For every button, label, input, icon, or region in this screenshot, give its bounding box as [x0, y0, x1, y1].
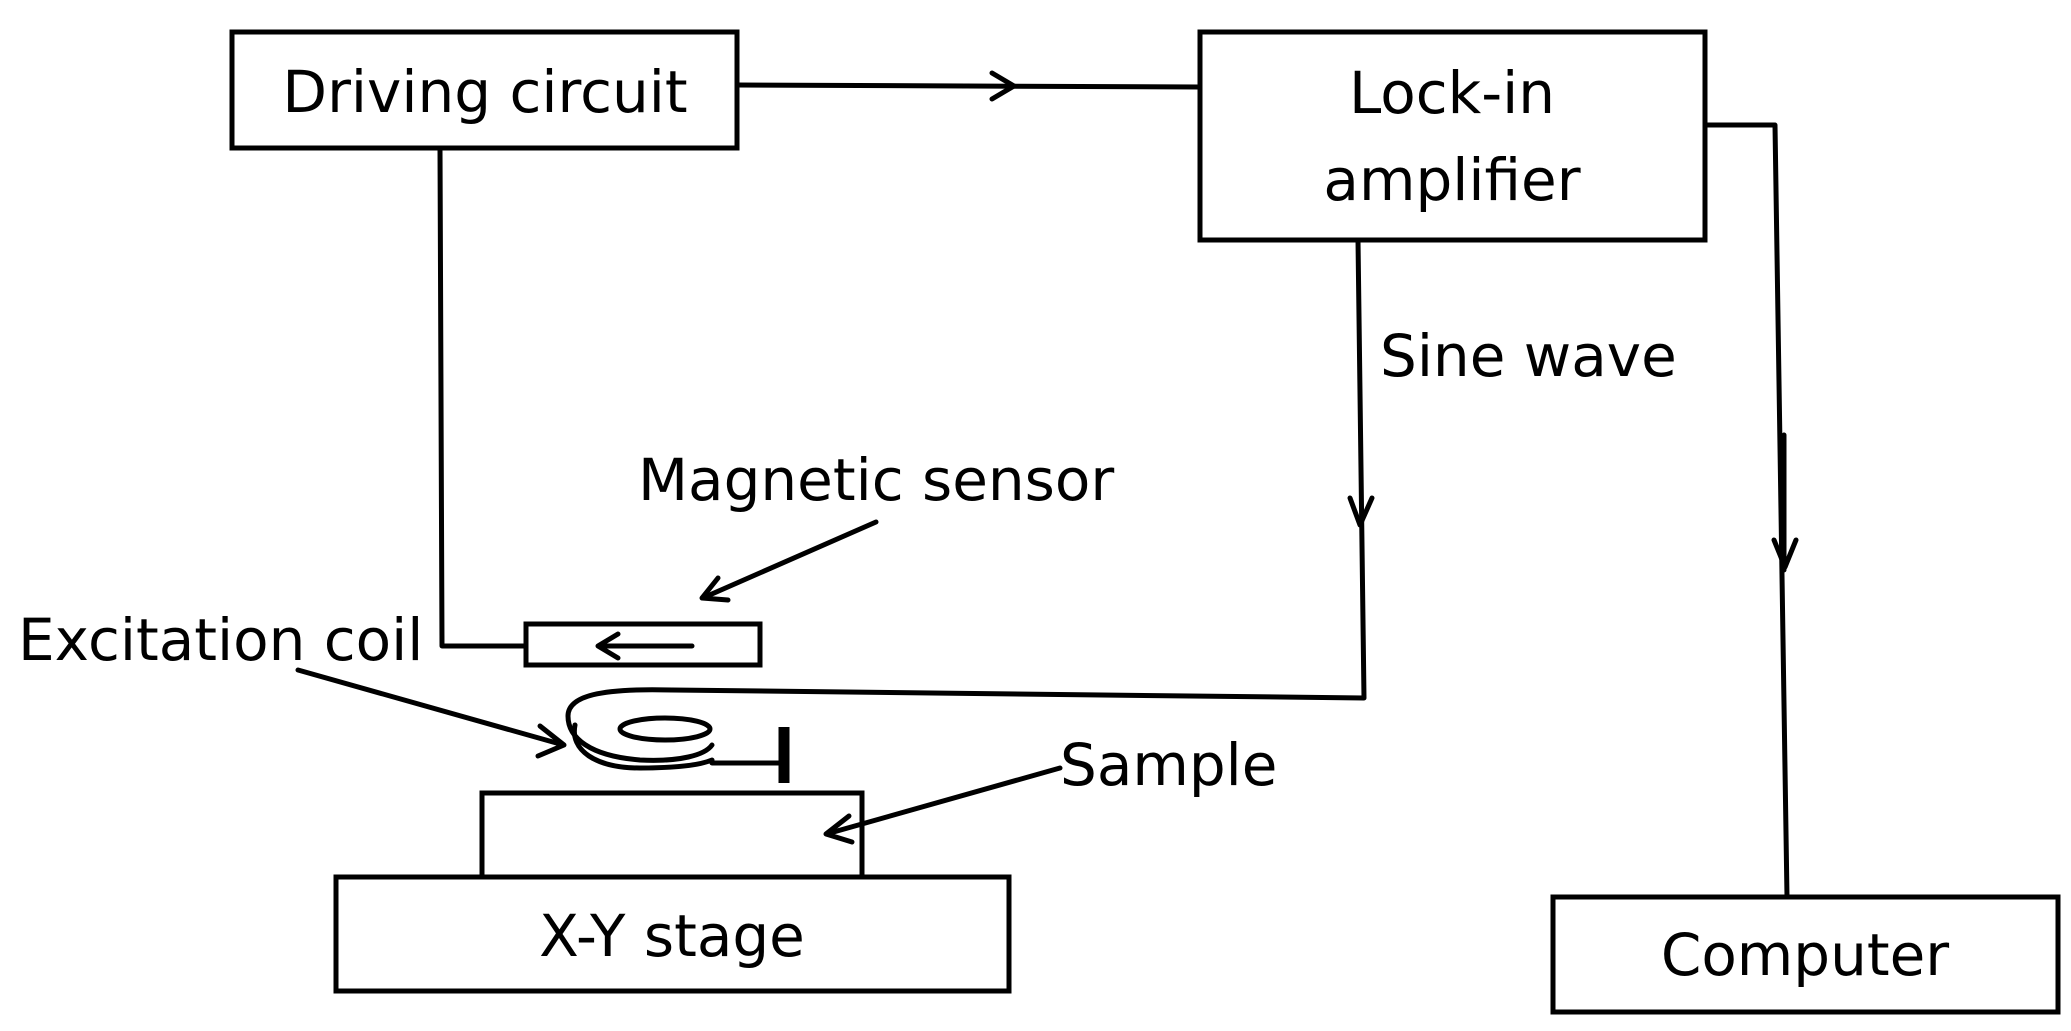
sine-wave-label: Sine wave: [1380, 322, 1677, 390]
magnetic-sensor-pointer: [699, 519, 879, 603]
magnetic-sensor-element: [523, 621, 763, 668]
xy-stage-block: X-Y stage: [333, 874, 1012, 994]
lock-in-label-line1: Lock-in: [1349, 59, 1555, 127]
lock-in-label-line2: amplifier: [1323, 146, 1580, 214]
coil-outer-loop: [565, 687, 715, 763]
drive-to-sensor-line: [437, 145, 529, 649]
excitation-coil-pointer: [295, 667, 567, 759]
lockin-to-computer-line: [1702, 122, 1790, 900]
drive-to-lockin-connection: [734, 70, 1203, 102]
sample-pointer-arrowhead: [823, 813, 855, 845]
sample-pointer-line: [827, 765, 1063, 836]
drive-to-lockin-arrowhead: [989, 70, 1017, 102]
sine-wave-line: [669, 237, 1367, 701]
driving-circuit-block: Driving circuit: [229, 29, 740, 151]
computer-block: Computer: [1550, 894, 2061, 1015]
excitation-coil-pointer-arrowhead: [535, 723, 567, 759]
coil-lower-loop: [571, 722, 715, 771]
sample-block: [479, 790, 865, 883]
excitation-coil-pointer-line: [295, 667, 563, 747]
excitation-coil-element: [565, 687, 790, 783]
sensor-direction-arrowhead: [595, 631, 621, 661]
lock-in-amplifier-block: Lock-in amplifier: [1197, 29, 1708, 243]
magnetic-sensor-pointer-line: [702, 519, 879, 600]
drive-to-lockin-line: [734, 82, 1203, 90]
sine-wave-connection: [669, 237, 1375, 701]
sine-wave-arrowhead: [1347, 495, 1375, 528]
coil-inner-loop: [617, 715, 713, 743]
lockin-to-computer-arrowhead: [1771, 537, 1799, 570]
sample-label: Sample: [1060, 731, 1277, 799]
sample-pointer: [823, 765, 1063, 845]
xy-stage-label: X-Y stage: [539, 902, 805, 970]
lockin-to-computer-connection: [1702, 122, 1799, 900]
magnetic-sensor-label: Magnetic sensor: [638, 446, 1114, 514]
excitation-coil-label: Excitation coil: [18, 606, 423, 674]
driving-circuit-label: Driving circuit: [282, 58, 687, 126]
magnetic-sensor-pointer-arrowhead: [699, 575, 731, 603]
computer-label: Computer: [1661, 921, 1949, 989]
